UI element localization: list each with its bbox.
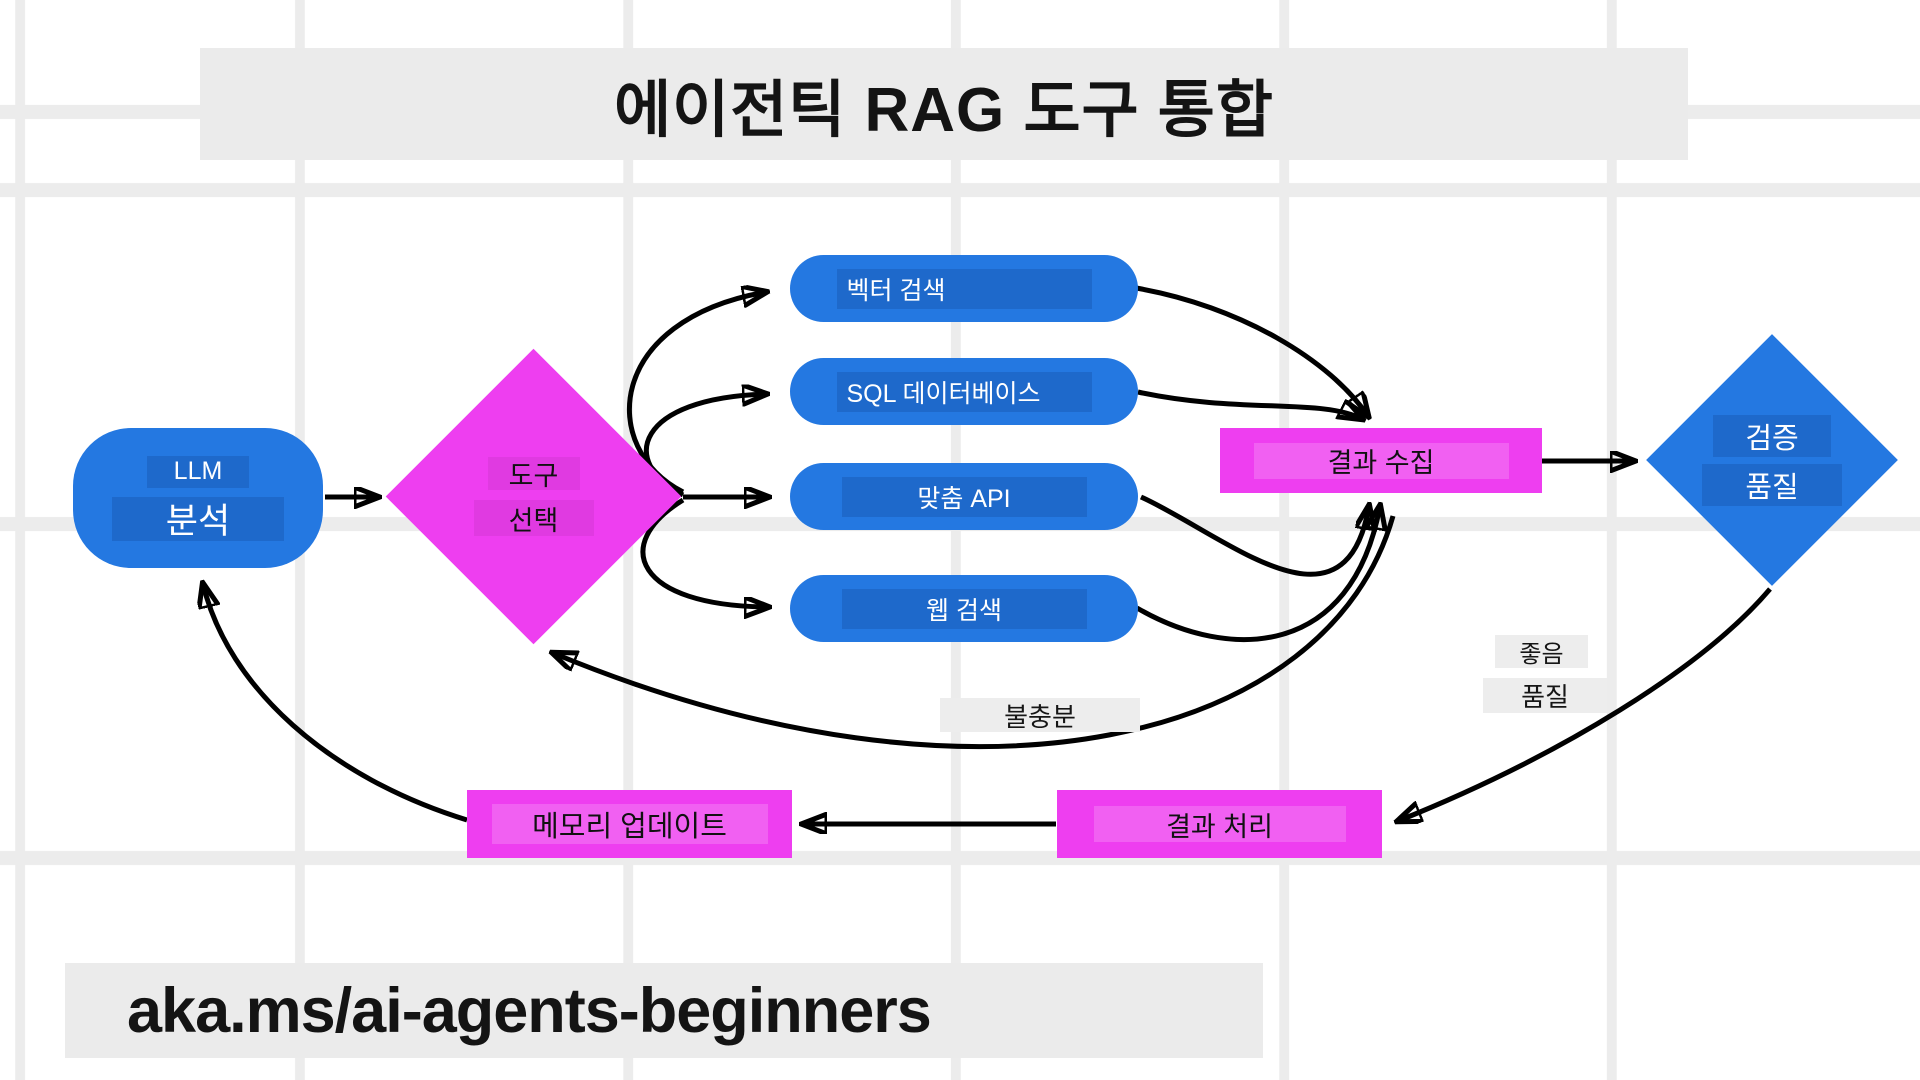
- process-results-label: 결과 처리: [1093, 806, 1346, 842]
- memory-update-label: 메모리 업데이트: [491, 804, 768, 844]
- llm-label: LLM: [147, 455, 249, 488]
- tool-select-label-line2: 선택: [473, 500, 594, 536]
- edge-label-good: 좋음: [1495, 635, 1588, 668]
- connector-vector-search-to-collect: [1135, 285, 1368, 416]
- title-band: 에이전틱 RAG 도구 통합: [200, 48, 1688, 160]
- tool-select-label-line1: 도구: [487, 457, 580, 491]
- web-search-label: 웹 검색: [841, 588, 1087, 629]
- connector-sql-database-to-collect: [1137, 389, 1362, 419]
- sql-database-label: SQL 데이터베이스: [836, 371, 1092, 412]
- node-web-search: 웹 검색: [790, 575, 1138, 642]
- custom-api-label: 맞춤 API: [841, 476, 1087, 517]
- verify-label-line2: 품질: [1702, 463, 1842, 506]
- node-verify-quality-diamond: 검증 품질: [1646, 334, 1898, 586]
- footer-band: aka.ms/ai-agents-beginners: [65, 963, 1263, 1058]
- page-title: 에이전틱 RAG 도구 통합: [614, 76, 1274, 145]
- node-sql-database: SQL 데이터베이스: [790, 358, 1138, 425]
- connector-tool-to-vector-search: [626, 292, 766, 495]
- node-custom-api: 맞춤 API: [790, 463, 1138, 530]
- node-vector-search: 벡터 검색: [790, 255, 1138, 322]
- verify-label-line1: 검증: [1713, 414, 1831, 457]
- collect-results-label: 결과 수집: [1253, 442, 1509, 479]
- edge-label-quality: 품질: [1483, 678, 1607, 713]
- node-process-results: 결과 처리: [1057, 790, 1382, 858]
- node-llm-analysis: LLM 분석: [73, 428, 323, 568]
- connector-web-search-to-collect: [1135, 506, 1380, 643]
- node-memory-update: 메모리 업데이트: [467, 790, 792, 858]
- vector-search-label: 벡터 검색: [836, 268, 1092, 309]
- node-collect-results: 결과 수집: [1220, 428, 1542, 493]
- node-tool-select-diamond: 도구 선택: [385, 348, 682, 645]
- edge-label-insufficient: 불충분: [940, 698, 1140, 732]
- connector-memory-to-llm: [203, 584, 468, 823]
- connector-custom-api-to-collect: [1139, 494, 1369, 577]
- llm-analysis-label: 분석: [112, 496, 284, 541]
- footer-link-text: aka.ms/ai-agents-beginners: [127, 975, 932, 1046]
